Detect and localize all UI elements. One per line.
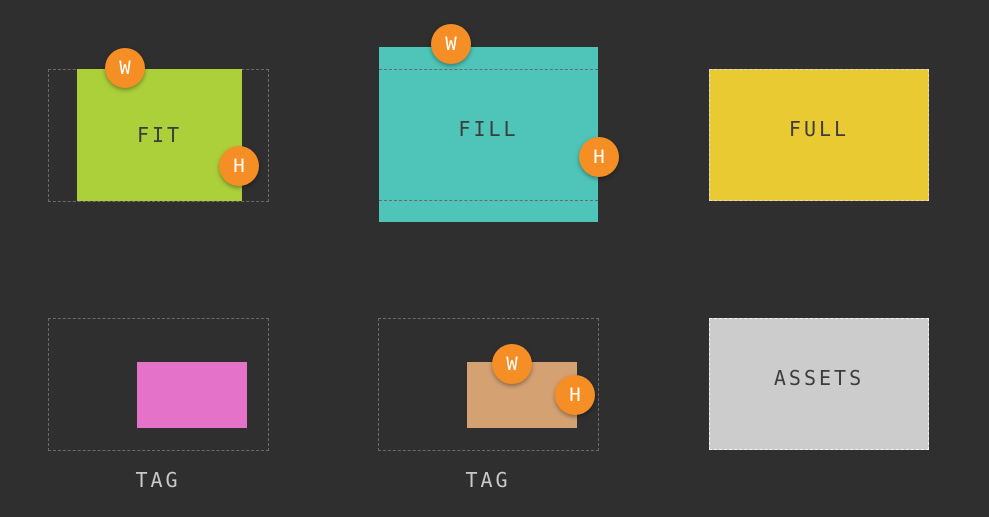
tag-center-width-badge: W (492, 344, 532, 384)
fill-label: FILL (458, 116, 519, 141)
tag-center-caption: TAG (465, 468, 511, 492)
full-box: FULL (709, 69, 929, 201)
fill-box: FILL (379, 47, 598, 222)
tag-left-box (137, 362, 247, 428)
tag-center-frame (378, 318, 599, 451)
fill-width-badge: W (431, 24, 471, 64)
fill-frame-bottom-line (379, 200, 598, 201)
tag-center-height-badge: H (555, 375, 595, 415)
fit-label: FIT (136, 123, 183, 147)
assets-box: ASSETS (709, 318, 929, 450)
tag-left-frame (48, 318, 269, 451)
fill-frame-top-line (379, 69, 598, 70)
fit-height-badge: H (219, 146, 259, 186)
fit-width-badge: W (105, 48, 145, 88)
full-label: FULL (788, 117, 850, 141)
fill-height-badge: H (579, 137, 619, 177)
assets-label: ASSETS (773, 366, 865, 390)
tag-left-caption: TAG (135, 468, 181, 492)
fit-box: FIT (77, 69, 242, 201)
